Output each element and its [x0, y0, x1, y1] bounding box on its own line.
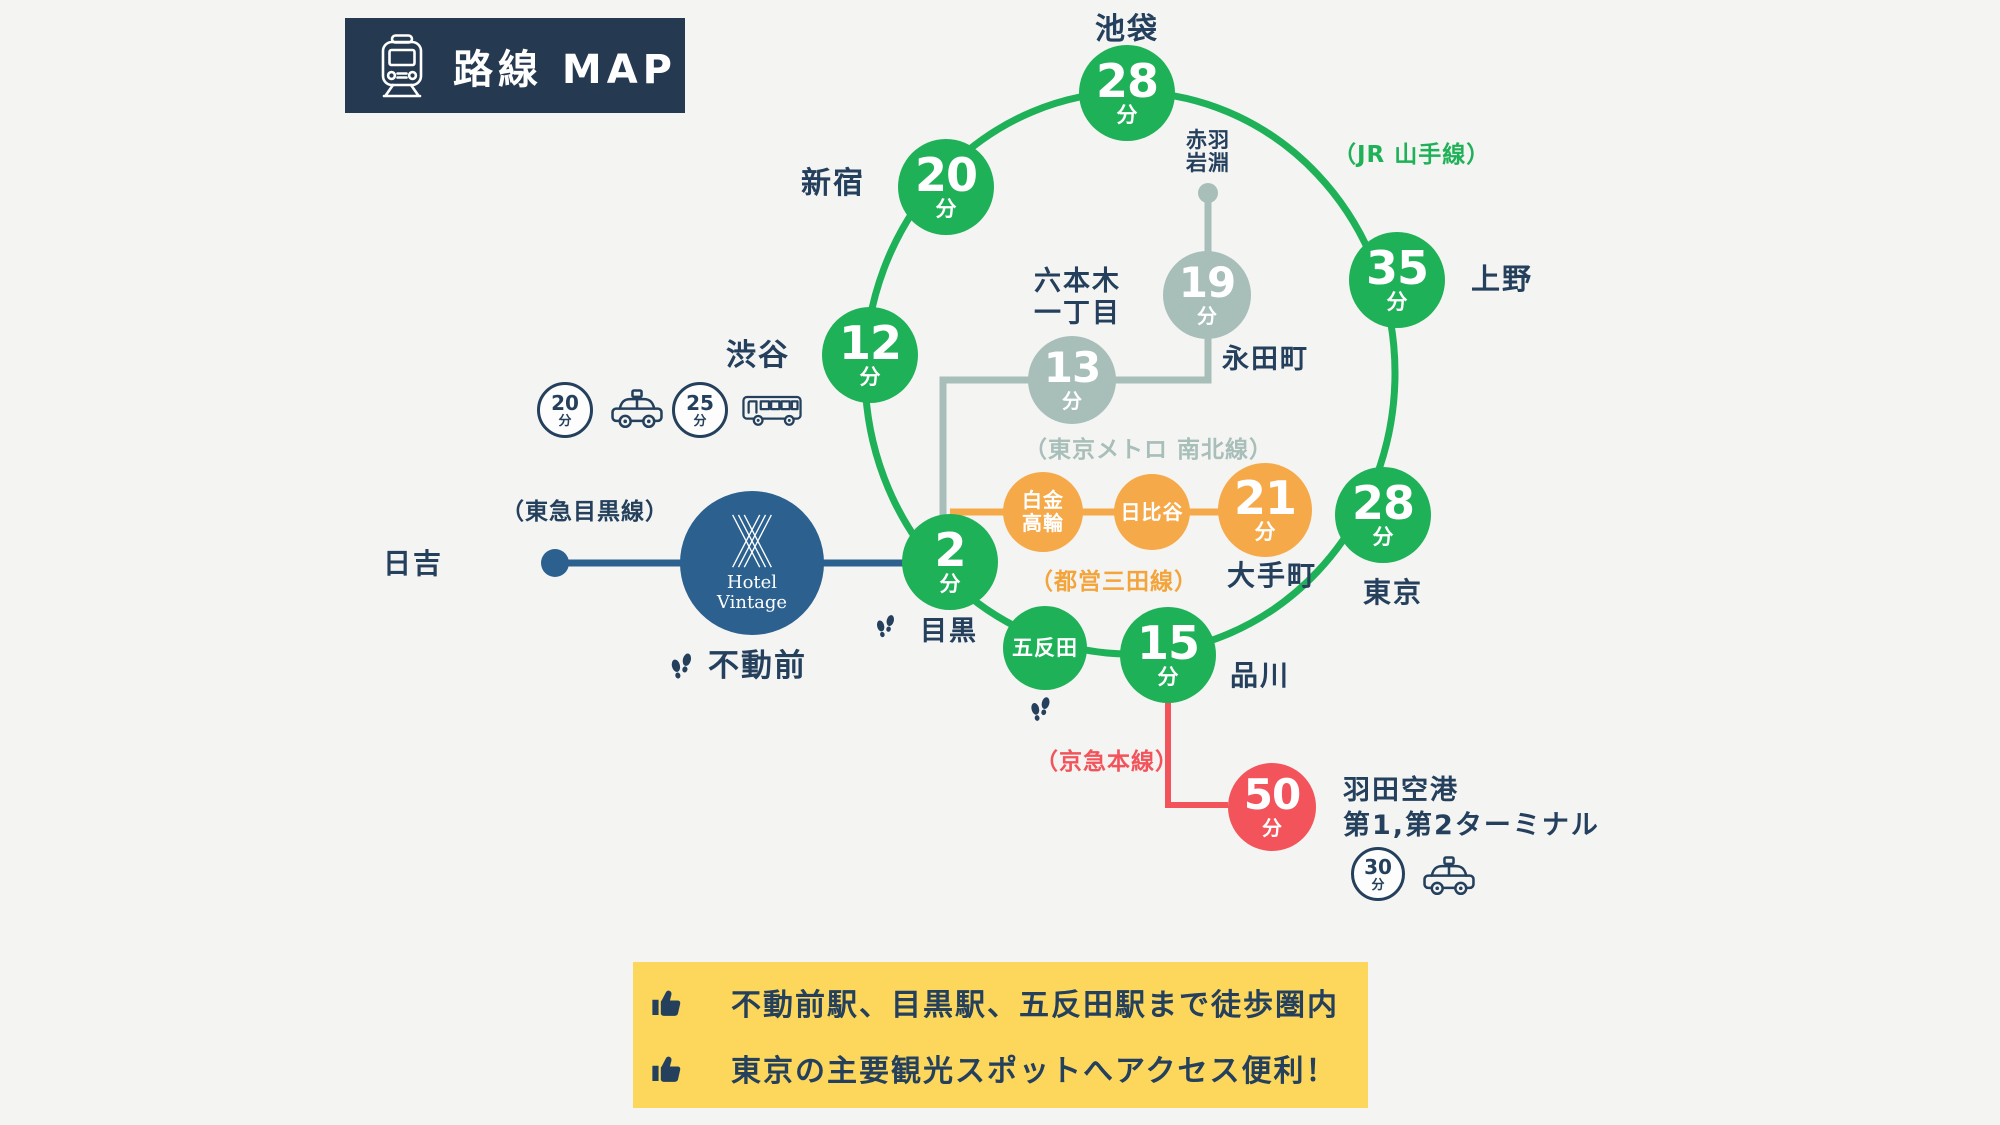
mita-line-label: （都営三田線） [1030, 569, 1198, 595]
hiyoshi-station-dot [541, 549, 569, 577]
map-title: 路線 MAP [453, 46, 678, 93]
highlight-item: 東京の主要観光スポットへアクセス便利！ [649, 1046, 1368, 1090]
bus-icon [742, 395, 802, 426]
station-circle-hibiya: 日比谷 [1114, 474, 1190, 550]
footprints-icon [671, 653, 692, 679]
station-label-haneda-airport: 羽田空港 第1,第2ターミナル [1343, 775, 1600, 842]
hotel-vintage-name: Hotel Vintage [716, 572, 788, 613]
station-label-akabane-iwabuchi: 赤羽 岩淵 [1186, 128, 1230, 176]
highlight-text: 不動前駅、目黒駅、五反田駅まで徒歩圏内 [731, 988, 1339, 1023]
footprints-icon [876, 615, 894, 638]
highlights-banner: 不動前駅、目黒駅、五反田駅まで徒歩圏内 東京の主要観光スポットへアクセス便利！ [633, 962, 1368, 1108]
highlight-item: 不動前駅、目黒駅、五反田駅まで徒歩圏内 [649, 980, 1368, 1024]
station-label-ikebukuro: 池袋 [1095, 12, 1159, 47]
station-label-roppongi-itchome: 六本木 一丁目 [1034, 266, 1121, 329]
keikyu-line-path [1165, 700, 1228, 808]
station-label-tokyo: 東京 [1363, 576, 1424, 609]
station-label-hiyoshi: 日吉 [383, 547, 444, 580]
highlight-text: 東京の主要観光スポットへアクセス便利！ [731, 1054, 1338, 1089]
footprints-icon [1031, 697, 1050, 721]
tokyu-meguro-line-label: （東急目黒線） [501, 499, 669, 525]
map-title-banner: 路線 MAP [345, 18, 685, 113]
train-icon [381, 33, 423, 97]
thumbs-up-icon [652, 990, 681, 1016]
station-label-fudomae: 不動前 [708, 648, 807, 684]
taxi-icon [1423, 856, 1475, 896]
hotel-vintage-node: Hotel Vintage [680, 491, 824, 635]
akabane-iwabuchi-station-dot [1198, 183, 1218, 203]
hotel-vintage-logo-icon [732, 514, 772, 568]
yamanote-line-label: （JR 山手線） [1333, 142, 1491, 168]
thumbs-up-icon [652, 1056, 681, 1082]
station-label-nagatacho: 永田町 [1222, 344, 1309, 375]
station-label-ueno: 上野 [1471, 262, 1534, 296]
station-label-shinagawa: 品川 [1230, 659, 1291, 692]
station-label-meguro: 目黒 [920, 616, 978, 647]
namboku-line-label: （東京メトロ 南北線） [1024, 437, 1274, 463]
station-label-shibuya: 渋谷 [726, 338, 790, 373]
keikyu-line-label: （京急本線） [1035, 749, 1179, 775]
station-circle-gotanda: 五反田 [1003, 606, 1087, 690]
station-label-shinjuku: 新宿 [801, 166, 865, 201]
station-label-otemachi: 大手町 [1227, 559, 1318, 592]
station-circle-shirokane-takanawa: 白金 高輪 [1003, 472, 1083, 552]
taxi-icon [611, 389, 663, 429]
